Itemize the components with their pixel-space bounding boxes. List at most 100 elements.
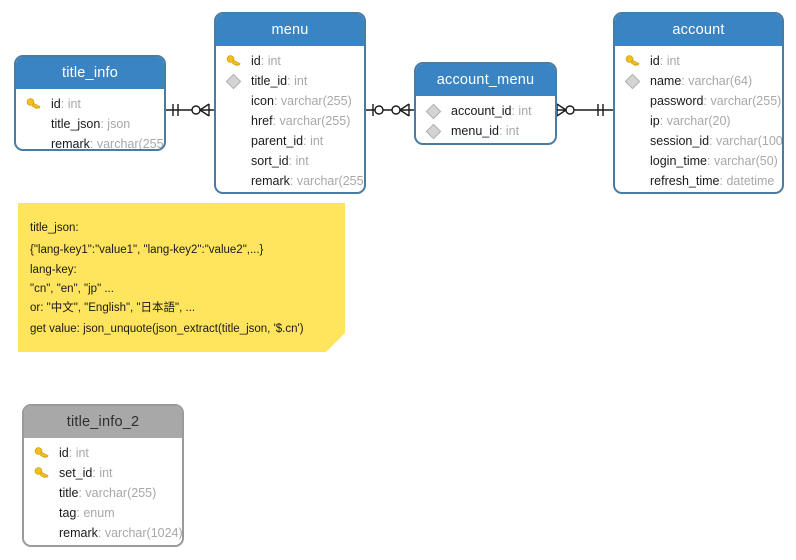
- entity-title_info_2[interactable]: title_info_2 id: int set_id: int: [22, 404, 184, 547]
- key-icon: [26, 97, 42, 111]
- entity-title_info_2-header: title_info_2: [24, 406, 182, 438]
- field-row: session_id: varchar(100): [615, 131, 782, 151]
- field-type: varchar(1024): [104, 526, 183, 540]
- field-name: refresh_time: [650, 174, 720, 188]
- field-row: sort_id: int: [251, 154, 309, 168]
- key-icon: [226, 54, 242, 68]
- field-name: set_id: [59, 466, 93, 480]
- field-type: int: [99, 466, 113, 480]
- field-name: href: [251, 114, 273, 128]
- field-name: id: [251, 54, 261, 68]
- field-row: icon: varchar(255): [251, 94, 352, 108]
- diamond-icon: [425, 103, 442, 120]
- field-type: varchar(255): [96, 137, 166, 151]
- field-type: datetime: [726, 174, 775, 188]
- field-name: remark: [59, 526, 98, 540]
- connector-title-info-menu: [166, 103, 214, 117]
- field-row: account_id: int: [416, 101, 555, 121]
- field-row: login_time: varchar(50): [650, 154, 778, 168]
- entity-menu-fields: id: int title_id: int icon: varchar(255)…: [216, 46, 366, 192]
- field-type: varchar(100): [716, 134, 784, 148]
- field-row: remark: varchar(1024): [59, 526, 183, 540]
- field-type: int: [267, 54, 281, 68]
- diamond-icon: [225, 73, 242, 90]
- note-line: "cn", "en", "jp" ...: [30, 283, 114, 295]
- field-row: id: int: [615, 51, 782, 71]
- field-row: id: int: [216, 51, 364, 71]
- field-row: remark: varchar(255): [251, 174, 366, 188]
- key-icon: [34, 446, 50, 460]
- note-line: get value: json_unquote(json_extract(tit…: [30, 323, 304, 335]
- entity-account-fields: id: int name: varchar(64) password: varc…: [615, 46, 782, 192]
- note-body: title_json: {"lang-key1":"value1", "lang…: [18, 203, 345, 340]
- field-name: ip: [650, 114, 660, 128]
- field-name: password: [650, 94, 704, 108]
- field-name: id: [51, 97, 61, 111]
- field-type: int: [295, 154, 309, 168]
- field-name: remark: [51, 137, 90, 151]
- note-line: or: "中文", "English", "日本語", ...: [30, 302, 196, 314]
- field-name: sort_id: [251, 154, 289, 168]
- field-name: title: [59, 486, 79, 500]
- field-name: session_id: [650, 134, 710, 148]
- field-name: id: [650, 54, 660, 68]
- entity-title_info-fields: id: int title_json: json remark: varchar…: [16, 89, 166, 151]
- entity-account_menu-fields: account_id: int menu_id: int: [416, 96, 555, 143]
- field-name: title_id: [251, 74, 288, 88]
- entity-account_menu[interactable]: account_menu account_id: int menu_id: in…: [414, 62, 557, 145]
- note-line: lang-key:: [30, 264, 77, 276]
- field-type: varchar(255): [85, 486, 157, 500]
- note-line: {"lang-key1":"value1", "lang-key2":"valu…: [30, 244, 264, 256]
- field-row: title_id: int: [216, 71, 364, 91]
- field-name: title_json: [51, 117, 101, 131]
- field-name: icon: [251, 94, 274, 108]
- field-row: password: varchar(255): [650, 94, 782, 108]
- field-name: remark: [251, 174, 290, 188]
- field-row: remark: varchar(255): [51, 137, 166, 151]
- field-name: login_time: [650, 154, 707, 168]
- field-name: name: [650, 74, 682, 88]
- field-type: json: [107, 117, 131, 131]
- entity-title_info-header: title_info: [16, 57, 164, 89]
- field-name: parent_id: [251, 134, 304, 148]
- field-name: account_id: [451, 104, 512, 118]
- field-type: int: [310, 134, 324, 148]
- entity-menu[interactable]: menu id: int title_id: int icon: varchar…: [214, 12, 366, 194]
- connector-account-menu-account: [556, 103, 613, 117]
- field-row: name: varchar(64): [615, 71, 782, 91]
- field-type: int: [666, 54, 680, 68]
- field-type: varchar(64): [688, 74, 753, 88]
- field-type: varchar(255): [280, 94, 352, 108]
- field-row: set_id: int: [24, 463, 182, 483]
- entity-title_info[interactable]: title_info id: int title_json: json rema…: [14, 55, 166, 151]
- field-row: id: int: [24, 443, 182, 463]
- field-type: int: [294, 74, 308, 88]
- field-row: menu_id: int: [416, 121, 555, 141]
- diamond-icon: [425, 123, 442, 140]
- note-fold-corner: [326, 333, 345, 352]
- field-row: title_json: json: [51, 117, 131, 131]
- connector-menu-account-menu: [366, 103, 414, 117]
- field-name: tag: [59, 506, 77, 520]
- key-icon: [625, 54, 641, 68]
- field-type: varchar(50): [713, 154, 778, 168]
- field-type: int: [75, 446, 89, 460]
- field-type: int: [518, 104, 532, 118]
- key-icon: [34, 466, 50, 480]
- field-row: id: int: [16, 94, 164, 114]
- field-type: varchar(255): [710, 94, 782, 108]
- entity-title_info_2-fields: id: int set_id: int title: varchar(255) …: [24, 438, 183, 545]
- field-type: varchar(255): [296, 174, 366, 188]
- diamond-icon: [624, 73, 641, 90]
- entity-menu-header: menu: [216, 14, 364, 46]
- title-json-note[interactable]: title_json: {"lang-key1":"value1", "lang…: [18, 203, 345, 352]
- note-line: title_json:: [30, 222, 79, 234]
- field-row: title: varchar(255): [59, 486, 157, 500]
- field-type: enum: [83, 506, 115, 520]
- entity-account[interactable]: account id: int name: varchar(64) passwo…: [613, 12, 784, 194]
- entity-account_menu-header: account_menu: [416, 64, 555, 96]
- field-name: id: [59, 446, 69, 460]
- field-row: ip: varchar(20): [650, 114, 731, 128]
- field-type: varchar(20): [666, 114, 731, 128]
